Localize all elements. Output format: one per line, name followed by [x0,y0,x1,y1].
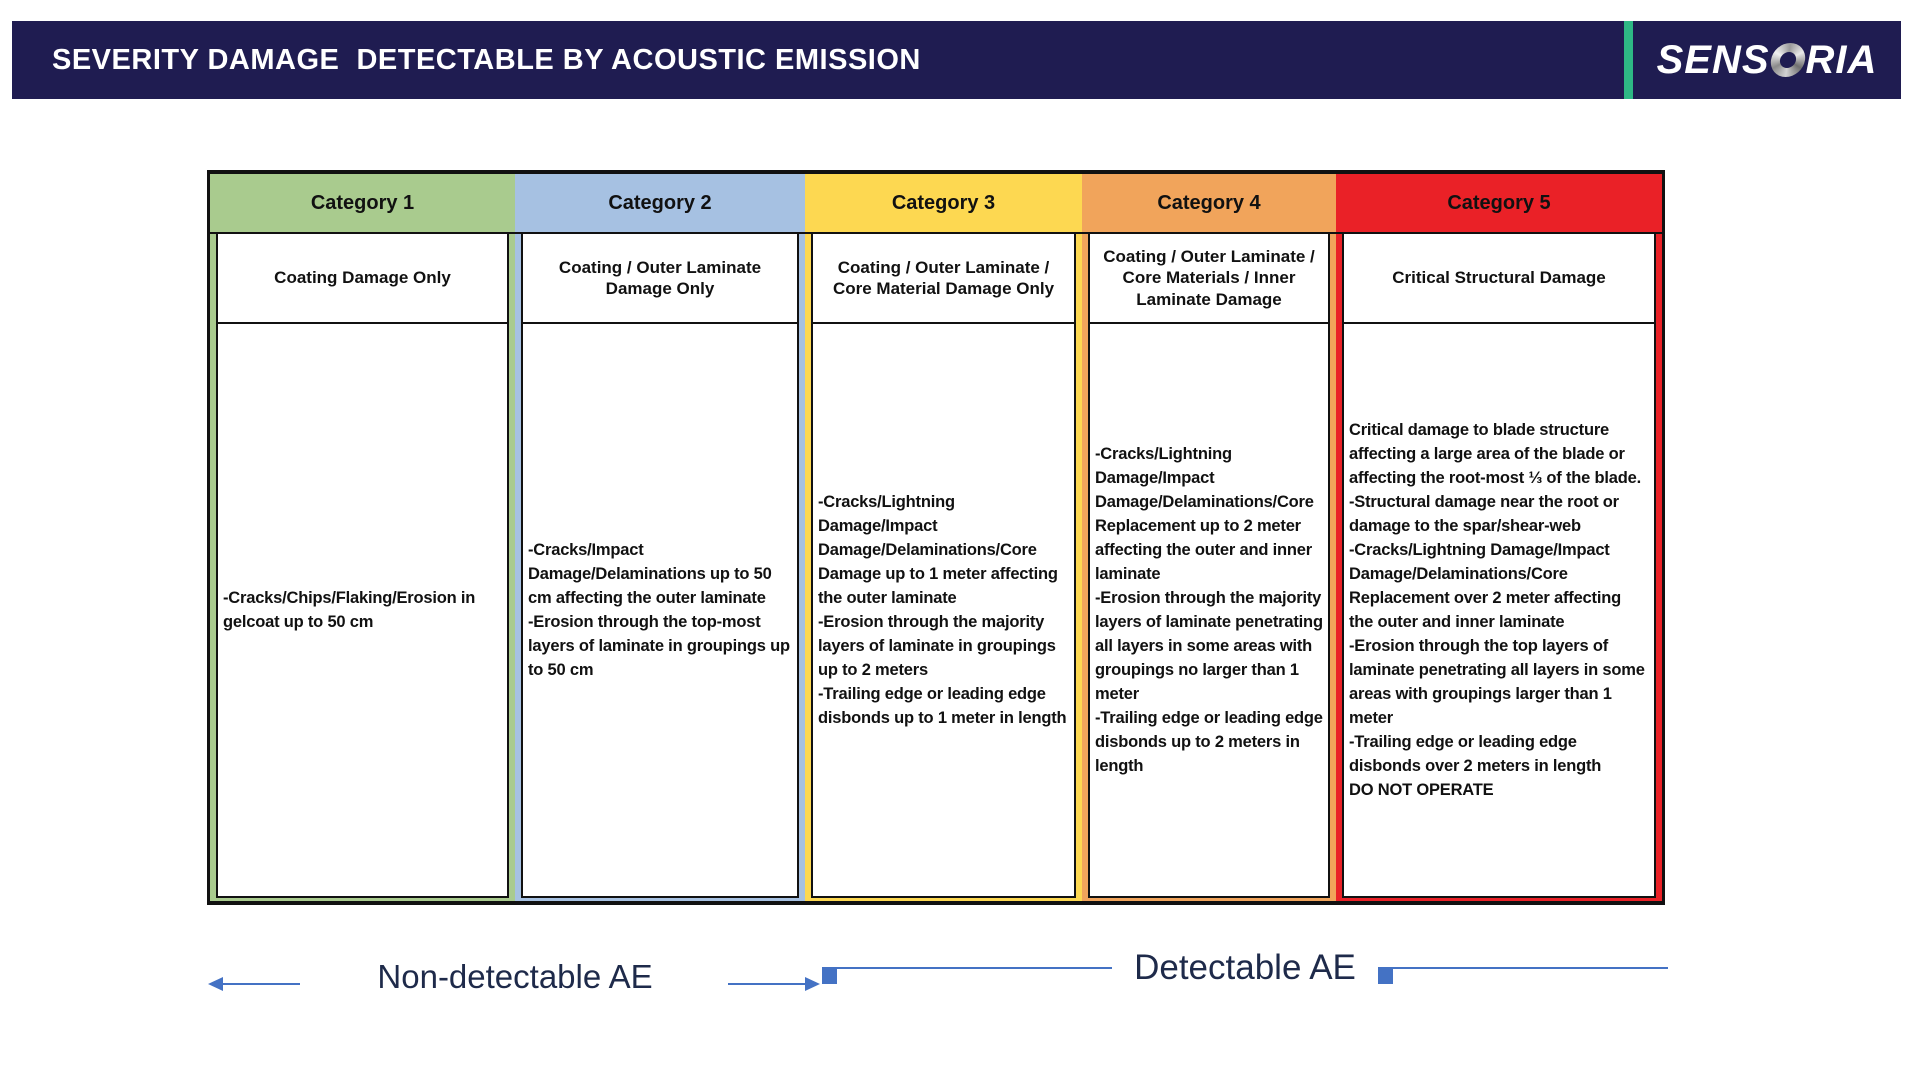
non-detectable-left-arrow [208,977,300,991]
category-subtitle: Coating / Outer Laminate Damage Only [521,234,799,324]
category-header: Category 1 [210,174,515,234]
damage-item: -Erosion through the majority layers of … [1095,589,1323,703]
logo-text: SENS RIA [1657,38,1878,83]
damage-item: -Trailing edge or leading edge disbonds … [818,685,1067,727]
column-category-3: Category 3 Coating / Outer Laminate / Co… [805,174,1082,901]
damage-item: -Cracks/Lightning Damage/Impact Damage/D… [818,493,1058,607]
damage-item: -Cracks/Impact Damage/Delaminations up t… [528,541,772,607]
category-body: Critical damage to blade structure affec… [1342,324,1656,898]
column-category-2: Category 2 Coating / Outer Laminate Dama… [515,174,805,901]
severity-table: Category 1 Coating Damage Only -Cracks/C… [207,170,1665,905]
damage-item: -Trailing edge or leading edge disbonds … [1349,733,1602,775]
detectable-arrow-right-segment [1377,967,1668,984]
logo-text-post: RIA [1805,37,1878,82]
logo: SENS RIA [1633,21,1901,99]
logo-swirl-icon [1768,43,1807,77]
damage-item: -Cracks/Chips/Flaking/Erosion in gelcoat… [223,589,476,631]
column-category-4: Category 4 Coating / Outer Laminate / Co… [1082,174,1336,901]
category-body: -Cracks/Chips/Flaking/Erosion in gelcoat… [216,324,509,898]
column-category-1: Category 1 Coating Damage Only -Cracks/C… [210,174,515,901]
arrow-left-icon [822,967,837,984]
arrow-right-icon [805,977,820,991]
category-subtitle: Coating / Outer Laminate / Core Material… [1088,234,1330,324]
category-header: Category 2 [515,174,805,234]
category-header: Category 4 [1082,174,1336,234]
detectable-label: Detectable AE [1134,948,1356,987]
arrow-left-icon [208,977,223,991]
arrow-right-icon [1377,967,1393,984]
non-detectable-right-arrow [728,977,820,991]
title-area: SEVERITY DAMAGE DETECTABLE BY ACOUSTIC E… [12,21,1624,99]
column-category-5: Category 5 Critical Structural Damage Cr… [1336,174,1662,901]
damage-item: -Structural damage near the root or dama… [1349,493,1619,535]
non-detectable-label: Non-detectable AE [377,958,653,995]
damage-item: -Cracks/Lightning Damage/Impact Damage/D… [1095,445,1314,583]
category-header: Category 5 [1336,174,1662,234]
damage-item: Critical damage to blade structure affec… [1349,421,1641,487]
category-body: -Cracks/Lightning Damage/Impact Damage/D… [1088,324,1330,898]
do-not-operate-warning: DO NOT OPERATE [1349,781,1494,799]
detectable-range-arrow: Detectable AE [822,946,1668,990]
brand-stripe [1624,21,1633,99]
category-subtitle: Critical Structural Damage [1342,234,1656,324]
category-subtitle: Coating / Outer Laminate / Core Material… [811,234,1076,324]
category-header: Category 3 [805,174,1082,234]
category-body: -Cracks/Impact Damage/Delaminations up t… [521,324,799,898]
damage-item: -Trailing edge or leading edge disbonds … [1095,709,1323,775]
slide-title: SEVERITY DAMAGE DETECTABLE BY ACOUSTIC E… [52,43,921,76]
damage-item: -Erosion through the top layers of lamin… [1349,637,1645,727]
category-subtitle: Coating Damage Only [216,234,509,324]
damage-item: -Cracks/Lightning Damage/Impact Damage/D… [1349,541,1621,631]
category-body: -Cracks/Lightning Damage/Impact Damage/D… [811,324,1076,898]
detectable-arrow-left-segment [822,967,1113,984]
damage-item: -Erosion through the majority layers of … [818,613,1056,679]
damage-item: -Erosion through the top-most layers of … [528,613,790,679]
title-bar: SEVERITY DAMAGE DETECTABLE BY ACOUSTIC E… [12,21,1901,99]
logo-text-pre: SENS [1656,37,1770,82]
